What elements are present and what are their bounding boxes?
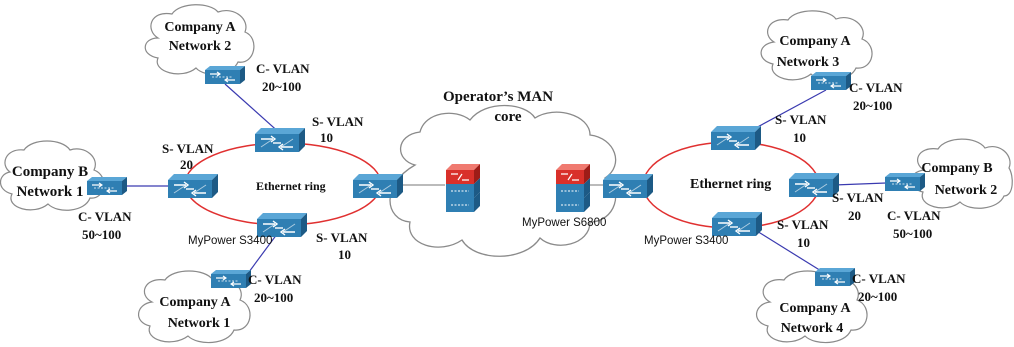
cloud-company-b-network-2	[910, 138, 1013, 209]
cloud-company-a-network-1	[138, 270, 251, 344]
svlan-left-line2: 20	[180, 157, 193, 172]
cloud-b2-line2: Network 2	[935, 183, 998, 198]
core-chassis-left	[445, 163, 481, 213]
svlan-right-line1: S- VLAN	[832, 190, 884, 205]
core-device-label: MyPower S6800	[522, 217, 606, 229]
cloud-a3-line1: Company A	[779, 34, 851, 49]
access-links	[127, 83, 887, 277]
ring-switch-bottom-right	[711, 211, 763, 237]
cvlan-a3-line2: 20~100	[853, 98, 892, 113]
svlan-bottom-left-line2: 10	[338, 247, 351, 262]
cloud-a2-line1: Company A	[164, 20, 236, 35]
ring-switch-left	[167, 173, 219, 199]
cloud-a1-line2: Network 1	[168, 316, 231, 331]
ring-switch-uplink-left	[352, 173, 404, 199]
right-ring-label: Ethernet ring	[690, 177, 771, 192]
cvlan-a2-line1: C- VLAN	[256, 61, 310, 76]
access-switch-a1	[210, 269, 252, 289]
core-title-line1: Operator’s MAN	[443, 89, 553, 105]
cloud-company-a-network-3	[760, 10, 873, 81]
svlan-top-right-line1: S- VLAN	[775, 112, 827, 127]
cloud-company-a-network-4	[756, 270, 868, 344]
cvlan-b2-line2: 50~100	[893, 226, 932, 241]
svlan-bottom-right-line2: 10	[797, 235, 810, 250]
access-switch-b1	[86, 176, 128, 196]
cvlan-b2-line1: C- VLAN	[887, 208, 941, 223]
cloud-company-a-network-2	[144, 4, 255, 75]
cvlan-a1-line1: C- VLAN	[248, 272, 302, 287]
cloud-a2-line2: Network 2	[169, 39, 232, 54]
ring-switch-bottom-left	[256, 212, 308, 238]
left-ring-label: Ethernet ring	[256, 179, 326, 193]
ring-switch-top-right	[710, 125, 762, 151]
cvlan-a4-line1: C- VLAN	[852, 271, 906, 286]
access-switch-a2	[204, 65, 246, 85]
cloud-a4-line1: Company A	[779, 301, 851, 316]
cvlan-b1-line1: C- VLAN	[78, 209, 132, 224]
svlan-bottom-right-line1: S- VLAN	[777, 217, 829, 232]
cloud-a1-line1: Company A	[159, 295, 231, 310]
cvlan-a4-line2: 20~100	[858, 289, 897, 304]
svlan-top-left-line1: S- VLAN	[312, 114, 364, 129]
svlan-bottom-left-line1: S- VLAN	[316, 230, 368, 245]
svlan-top-right-line2: 10	[793, 130, 806, 145]
cvlan-a2-line2: 20~100	[262, 79, 301, 94]
access-switch-a4	[814, 267, 856, 287]
left-device-label: MyPower S3400	[188, 235, 272, 247]
cloud-a4-line2: Network 4	[781, 321, 844, 336]
cvlan-a3-line1: C- VLAN	[849, 80, 903, 95]
svlan-top-left-line2: 10	[320, 130, 333, 145]
cvlan-b1-line2: 50~100	[82, 227, 121, 242]
access-switch-a3	[810, 71, 852, 91]
cvlan-a1-line2: 20~100	[254, 290, 293, 305]
cloud-b1-line1: Company B	[12, 164, 88, 180]
svlan-right-line2: 20	[848, 208, 861, 223]
core-title-line2: core	[494, 109, 522, 125]
cloud-b2-line1: Company B	[921, 161, 992, 176]
core-chassis-right	[555, 163, 591, 213]
svlan-left-line1: S- VLAN	[162, 141, 214, 156]
cloud-b1-line2: Network 1	[16, 184, 83, 200]
access-switch-b2	[884, 172, 926, 192]
ring-switch-top-left	[254, 127, 306, 153]
cloud-a3-line2: Network 3	[777, 55, 840, 70]
right-device-label: MyPower S3400	[644, 235, 728, 247]
ring-switch-uplink-right	[602, 173, 654, 199]
